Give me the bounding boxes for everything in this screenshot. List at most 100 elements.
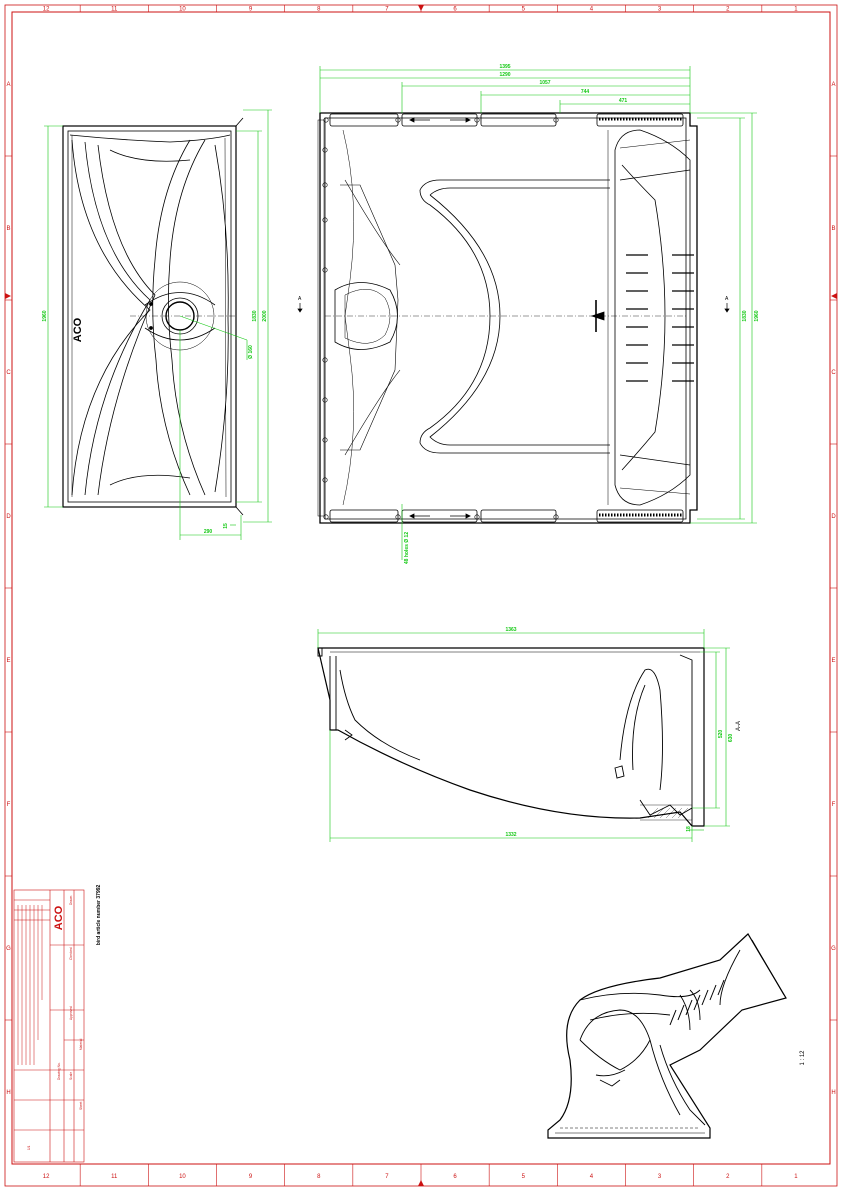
grid-label-bottom: 10: [179, 1174, 186, 1180]
grid-label-bottom: 7: [385, 1174, 389, 1180]
mounting-hole: [322, 477, 328, 483]
grid-label-bottom: 12: [43, 1174, 50, 1180]
grid-label-bottom: 3: [658, 1174, 662, 1180]
grid-labels-top: 12 11 10 9 8 7 6 5 4 3 2 1: [43, 5, 798, 13]
grid-label-left: G: [6, 946, 11, 952]
grid-label-right: D: [831, 514, 836, 520]
plan-dim-overall: 1395: [499, 64, 510, 70]
mounting-hole: [322, 182, 328, 188]
mounting-hole: [395, 117, 401, 123]
section-label: A-A: [736, 721, 742, 731]
end-view-dimensions: [44, 109, 272, 540]
section-dim-top: 1363: [505, 627, 516, 633]
isometric-view: [547, 933, 787, 1139]
grid-label-top: 11: [111, 7, 118, 13]
grid-label-left: A: [6, 82, 10, 88]
title-block: [13, 889, 85, 1163]
section-dim-h1: 520: [718, 730, 724, 739]
grid-label-bottom: 6: [453, 1174, 457, 1180]
grid-label-top: 8: [317, 7, 321, 13]
grid-label-bottom: 2: [726, 1174, 730, 1180]
plan-view-dimensions: [319, 66, 757, 560]
plan-dim-3: 744: [581, 89, 590, 95]
title-block-field-approved: Approved: [69, 1006, 73, 1020]
mounting-hole: [395, 514, 401, 520]
grid-label-top: 7: [385, 7, 389, 13]
sheet-frame: [4, 4, 838, 1187]
grid-label-top: 9: [249, 7, 253, 13]
grid-label-bottom: 11: [111, 1174, 118, 1180]
grid-label-top: 10: [179, 7, 186, 13]
section-view: [317, 647, 705, 827]
title-block-field-sheet: Sheet: [79, 1102, 83, 1110]
plan-section-marker-left: A: [298, 296, 302, 302]
grid-label-right: C: [831, 370, 836, 376]
plan-dim-4: 471: [619, 98, 628, 104]
title-block-field-material: Material: [79, 1038, 83, 1050]
title-block-sheet-no: 1/1: [27, 1145, 31, 1150]
grid-label-left: E: [6, 658, 10, 664]
grid-label-right: E: [831, 658, 835, 664]
end-view-dim-offset: 290: [204, 529, 213, 535]
mounting-hole: [322, 437, 328, 443]
grid-label-top: 5: [522, 7, 526, 13]
grid-label-left: B: [6, 226, 10, 232]
grid-label-right: B: [831, 226, 835, 232]
mounting-hole: [322, 397, 328, 403]
plan-dim-height-inner: 1830: [742, 310, 748, 321]
end-view-dim-outer: 2000: [262, 310, 268, 321]
grid-label-bottom: 8: [317, 1174, 321, 1180]
end-view-brand-mark: ACO: [72, 317, 84, 342]
plan-dim-1: 1290: [499, 72, 510, 78]
grid-label-top: 1: [794, 7, 798, 13]
centring-marks: [5, 5, 837, 1186]
plan-dim-height-outer: 1960: [754, 310, 760, 321]
grid-label-right: F: [832, 802, 836, 808]
section-dim-base: 18: [686, 826, 692, 832]
grid-label-top: 4: [590, 7, 594, 13]
grid-label-left: H: [6, 1090, 10, 1096]
grid-label-bottom: 5: [522, 1174, 526, 1180]
mounting-hole: [322, 217, 328, 223]
plan-view: [317, 112, 698, 524]
grid-label-bottom: 4: [590, 1174, 594, 1180]
grid-label-left: F: [7, 802, 11, 808]
grid-label-right: A: [831, 82, 835, 88]
title-block-field-drawn: Drawn: [69, 896, 73, 905]
grid-label-top: 6: [453, 7, 457, 13]
plan-holes-note: 48 holes Ø 12: [404, 532, 410, 564]
title-block-field-scale: Scale: [69, 1072, 73, 1080]
end-view-dim-flange: 15: [223, 523, 229, 529]
grid-label-right: H: [831, 1090, 835, 1096]
plan-section-marker-right: A: [725, 296, 729, 302]
title-block-field-drawing-no: Drawing No.: [57, 1062, 61, 1080]
mounting-hole: [474, 514, 480, 520]
iso-view-scale: 1 : 12: [800, 1050, 806, 1066]
grid-label-bottom: 9: [249, 1174, 253, 1180]
end-view-dim-width: 1960: [42, 310, 48, 321]
plan-section-markers: [297, 303, 730, 313]
section-view-dimensions: [317, 629, 730, 842]
title-block-field-checked: Checked: [69, 947, 73, 960]
mounting-hole: [322, 357, 328, 363]
grid-label-top: 12: [43, 7, 50, 13]
mounting-hole: [322, 147, 328, 153]
title-block-notes: [17, 905, 43, 1065]
plan-view-holes: [322, 117, 559, 520]
section-view-hatch: [647, 807, 689, 819]
mounting-hole: [323, 117, 329, 123]
title-block-logo: ACO: [53, 905, 65, 930]
plan-dim-2: 1057: [539, 80, 550, 86]
grid-label-left: D: [6, 514, 11, 520]
mounting-hole: [474, 117, 480, 123]
end-view: [62, 117, 244, 516]
mounting-hole: [553, 514, 559, 520]
grid-label-top: 2: [726, 7, 730, 13]
end-view-dim-drain: Ø 160: [248, 345, 254, 359]
grid-label-top: 3: [658, 7, 662, 13]
section-dim-bottom: 1332: [505, 832, 516, 838]
